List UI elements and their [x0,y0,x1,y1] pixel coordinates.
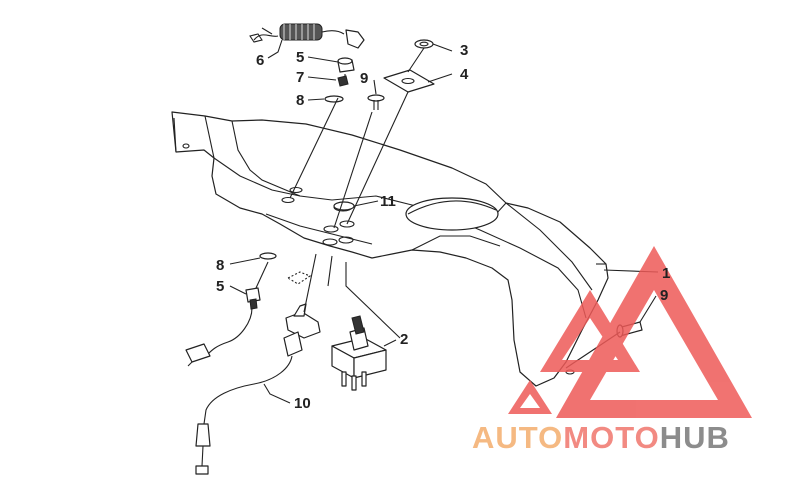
nut-7 [337,75,349,87]
callout-1: 1 [662,265,670,282]
callout-5-bottom: 5 [216,278,224,295]
callout-2: 2 [400,331,408,348]
callout-9-right: 9 [660,287,668,304]
gasket-plate-4 [383,69,435,93]
callout-3: 3 [460,42,468,59]
knob-top [337,57,355,73]
watermark-hub: HUB [660,420,730,455]
switch-5-lower [185,287,261,367]
callout-10: 10 [294,395,311,412]
callout-11: 11 [380,193,396,210]
callout-9-top: 9 [360,70,368,87]
handlebar-cover [171,111,609,387]
callout-5-top: 5 [296,49,304,66]
watermark-text: AUTOMOTOHUB [472,420,730,455]
callout-8-top: 8 [296,92,304,109]
switch-10 [195,303,321,475]
watermark-logo-icon [508,246,752,418]
callout-8-bottom: 8 [216,257,224,274]
screw-9-top [367,94,385,110]
toggle-switch-2 [331,315,387,391]
spring-icon [279,23,323,41]
callout-7: 7 [296,69,304,86]
spring-assembly [249,23,365,49]
washer-bottom [259,252,277,260]
callout-4: 4 [460,66,469,83]
callout-6: 6 [256,52,264,69]
watermark-auto: AUTO [472,420,563,455]
watermark-moto: MOTO [563,420,659,455]
washer-top [324,95,344,103]
grommet-3 [414,39,434,49]
grommet-11 [333,201,355,211]
